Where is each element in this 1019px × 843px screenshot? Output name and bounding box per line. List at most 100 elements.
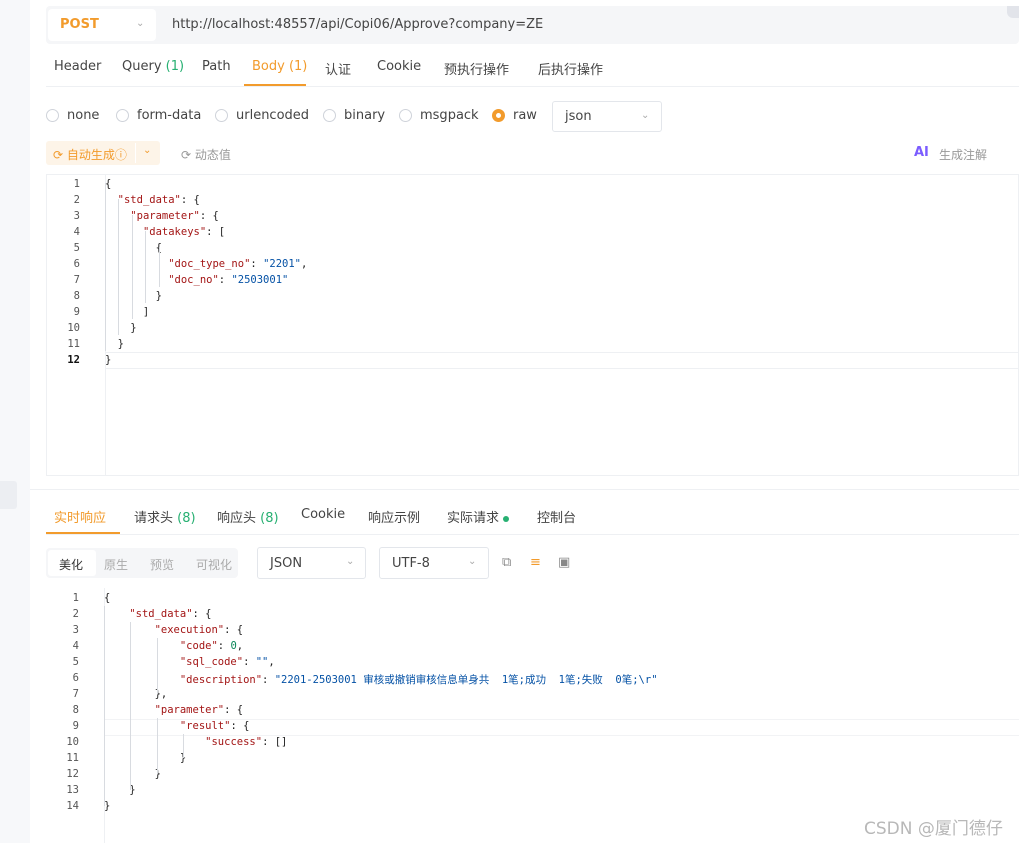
code-line: "parameter": {	[130, 210, 219, 222]
method-select[interactable]: POST ⌄	[48, 9, 156, 41]
line-number: 2	[73, 194, 80, 206]
radio-msgpack[interactable]: msgpack	[399, 108, 479, 123]
radio-form-data[interactable]: form-data	[116, 108, 201, 123]
tab-actual-request[interactable]: 实际请求	[447, 507, 510, 526]
select-value: UTF-8	[392, 556, 430, 571]
radio-raw[interactable]: raw	[492, 108, 537, 123]
copy-icon[interactable]: ⧉	[502, 555, 512, 570]
tab-count: (1)	[165, 59, 185, 74]
mode-pretty[interactable]: 美化	[59, 558, 84, 572]
save-icon[interactable]: ▣	[558, 555, 571, 570]
tab-pre-script[interactable]: 预执行操作	[444, 59, 509, 78]
status-dot	[503, 515, 510, 522]
code-line: }	[105, 338, 124, 350]
generate-comment-button[interactable]: 生成注解	[939, 148, 988, 162]
tab-label: Header	[54, 59, 102, 74]
tab-label: 请求头	[134, 511, 174, 526]
tab-auth[interactable]: 认证	[325, 59, 351, 78]
tab-cookie[interactable]: Cookie	[377, 59, 421, 74]
radio-label: form-data	[137, 108, 202, 123]
indent-guide	[130, 622, 131, 790]
radio-label: none	[67, 108, 100, 123]
view-mode-switch: 美化 原生 预览 可视化	[46, 548, 238, 578]
current-line-highlight	[106, 352, 1018, 369]
tab-header[interactable]: Header	[54, 59, 101, 74]
response-body-viewer[interactable]: 1{2 "std_data": {3 "execution": {4 "code…	[46, 588, 1019, 843]
tab-query[interactable]: Query (1)	[122, 59, 184, 74]
line-number: 7	[73, 274, 80, 286]
code-line: "parameter": {	[154, 704, 244, 716]
tab-response-example[interactable]: 响应示例	[368, 507, 420, 526]
auto-generate-button[interactable]: ⟳ 自动生成ⓘ ⌄	[46, 141, 160, 165]
tab-label: Query	[122, 59, 162, 74]
indent-guide	[105, 183, 106, 351]
tab-label: Body	[252, 59, 285, 74]
radio-label: msgpack	[420, 108, 479, 123]
code-line: {	[105, 242, 162, 254]
tab-label: 响应示例	[368, 511, 421, 526]
tab-label: Cookie	[301, 507, 346, 522]
tab-count: (1)	[288, 59, 308, 74]
code-line: "code": 0,	[179, 640, 244, 652]
help-icon: ⓘ	[114, 148, 127, 162]
radio-none[interactable]: none	[46, 108, 99, 123]
request-tabs: Header Query (1) Path Body (1) 认证 Cookie…	[46, 50, 1019, 87]
mode-preview[interactable]: 预览	[150, 558, 175, 572]
code-line: }	[105, 290, 162, 302]
radio-binary[interactable]: binary	[323, 108, 385, 123]
sidebar-collapse-handle[interactable]	[0, 481, 17, 509]
response-format-select[interactable]: JSON ⌄	[257, 547, 366, 579]
tab-body[interactable]: Body (1)	[252, 59, 307, 74]
mode-visualize[interactable]: 可视化	[196, 558, 233, 572]
radio-label: binary	[344, 108, 386, 123]
refresh-icon: ⟳	[53, 148, 64, 162]
chevron-down-icon[interactable]: ⌄	[143, 145, 152, 156]
line-number: 2	[72, 608, 79, 620]
line-number: 3	[72, 624, 79, 636]
tab-response-headers[interactable]: 响应头 (8)	[217, 507, 279, 526]
current-line-highlight	[105, 719, 1019, 736]
tab-console[interactable]: 控制台	[537, 507, 576, 526]
divider	[135, 143, 136, 163]
line-number: 10	[66, 736, 79, 748]
tab-post-script[interactable]: 后执行操作	[538, 59, 603, 78]
auto-generate-text: 自动生成	[66, 148, 115, 162]
code-line: }	[104, 800, 111, 812]
response-tabs: 实时响应 请求头 (8) 响应头 (8) Cookie 响应示例 实际请求 控制…	[46, 498, 1019, 535]
url-bar: POST ⌄ http://localhost:48557/api/Copi06…	[46, 6, 1019, 44]
tab-path[interactable]: Path	[202, 59, 231, 74]
line-number: 3	[73, 210, 80, 222]
tab-request-headers[interactable]: 请求头 (8)	[134, 507, 196, 526]
radio-label: urlencoded	[236, 108, 310, 123]
tab-label: Path	[202, 59, 231, 74]
body-format-select[interactable]: json ⌄	[552, 101, 662, 132]
tab-label: 控制台	[537, 511, 577, 526]
request-body-editor[interactable]: 1{2 "std_data": {3 "parameter": {4 "data…	[46, 174, 1019, 476]
line-number: 6	[72, 672, 79, 684]
chevron-down-icon: ⌄	[346, 556, 355, 567]
encoding-select[interactable]: UTF-8 ⌄	[379, 547, 489, 579]
dynamic-value-button[interactable]: ⟳ 动态值	[181, 146, 231, 163]
selected-mode-bg	[48, 550, 96, 576]
tab-live-response[interactable]: 实时响应	[54, 507, 106, 526]
code-line: "std_data": {	[129, 608, 212, 620]
tab-label: 预执行操作	[444, 63, 510, 78]
line-number: 1	[73, 178, 80, 190]
code-line: }	[104, 768, 161, 780]
tab-response-cookie[interactable]: Cookie	[301, 507, 345, 522]
select-value: JSON	[270, 556, 303, 571]
radio-circle	[399, 109, 412, 122]
radio-urlencoded[interactable]: urlencoded	[215, 108, 309, 123]
wrap-lines-icon[interactable]: ≡	[530, 555, 541, 570]
line-number: 11	[67, 338, 80, 350]
indent-guide	[132, 215, 133, 319]
mode-raw[interactable]: 原生	[104, 558, 129, 572]
url-input[interactable]: http://localhost:48557/api/Copi06/Approv…	[172, 17, 544, 32]
radio-label: raw	[513, 108, 537, 123]
watermark: CSDN @厦门德仔	[864, 819, 1003, 839]
line-number: 9	[72, 720, 79, 732]
code-line: "sql_code": "",	[179, 656, 275, 668]
panel-divider[interactable]	[30, 489, 1019, 490]
indent-guide	[145, 231, 146, 303]
line-number: 8	[73, 290, 80, 302]
